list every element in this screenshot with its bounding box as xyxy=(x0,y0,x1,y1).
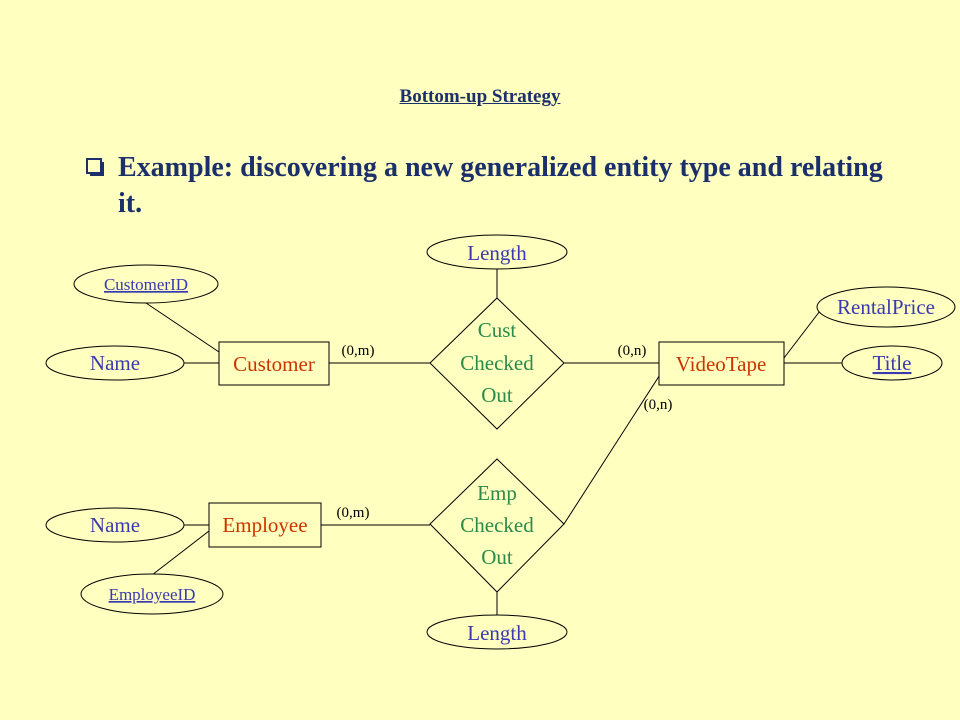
cardinality-customer-cust: (0,m) xyxy=(342,343,375,359)
relationship-emp-checked-out: Emp Checked Out xyxy=(429,458,565,593)
attribute-customerid: CustomerID xyxy=(73,264,219,304)
checkbox-bullet-icon xyxy=(86,158,104,176)
relationship-label-line3: Out xyxy=(481,383,513,407)
cardinality-videotape-emp: (0,n) xyxy=(644,397,673,413)
attribute-rentalprice: RentalPrice xyxy=(816,286,956,328)
entity-label: Employee xyxy=(222,513,307,537)
attribute-label: Length xyxy=(467,621,527,645)
relationship-cust-checked-out: Cust Checked Out xyxy=(429,297,565,430)
entity-customer: Customer xyxy=(218,341,330,386)
connector-lines xyxy=(145,269,842,615)
entity-employee: Employee xyxy=(208,502,322,548)
entity-label: Customer xyxy=(233,352,315,376)
relationship-label-line1: Emp xyxy=(477,481,517,505)
attribute-label: Length xyxy=(467,241,527,265)
line-employeeid xyxy=(151,530,210,576)
attribute-label: RentalPrice xyxy=(837,295,935,319)
line-customerid xyxy=(145,302,220,353)
attribute-title: Title xyxy=(841,345,943,381)
attribute-label: Name xyxy=(90,513,140,537)
cardinality-videotape-cust: (0,n) xyxy=(618,343,647,359)
attribute-employee-name: Name xyxy=(45,507,185,543)
attribute-label: EmployeeID xyxy=(109,585,196,604)
cardinality-employee-emp: (0,m) xyxy=(337,505,370,521)
bullet-text: Example: discovering a new generalized e… xyxy=(118,152,883,219)
attribute-employeeid: EmployeeID xyxy=(80,573,224,615)
attribute-emp-length: Length xyxy=(426,614,568,650)
entity-label: VideoTape xyxy=(676,352,767,376)
entity-videotape: VideoTape xyxy=(658,341,785,386)
relationship-label-line2: Checked xyxy=(460,513,534,537)
attribute-label: Name xyxy=(90,351,140,375)
slide-title: Bottom-up Strategy xyxy=(399,86,561,107)
attribute-customer-name: Name xyxy=(45,345,185,381)
attribute-cust-length: Length xyxy=(426,234,568,270)
line-emp-videotape xyxy=(563,369,664,525)
line-rentalprice xyxy=(783,306,824,359)
relationship-label-line3: Out xyxy=(481,545,513,569)
relationship-label-line2: Checked xyxy=(460,351,534,375)
relationship-label-line1: Cust xyxy=(478,318,517,342)
attribute-label: Title xyxy=(873,351,912,375)
attribute-label: CustomerID xyxy=(104,275,188,294)
